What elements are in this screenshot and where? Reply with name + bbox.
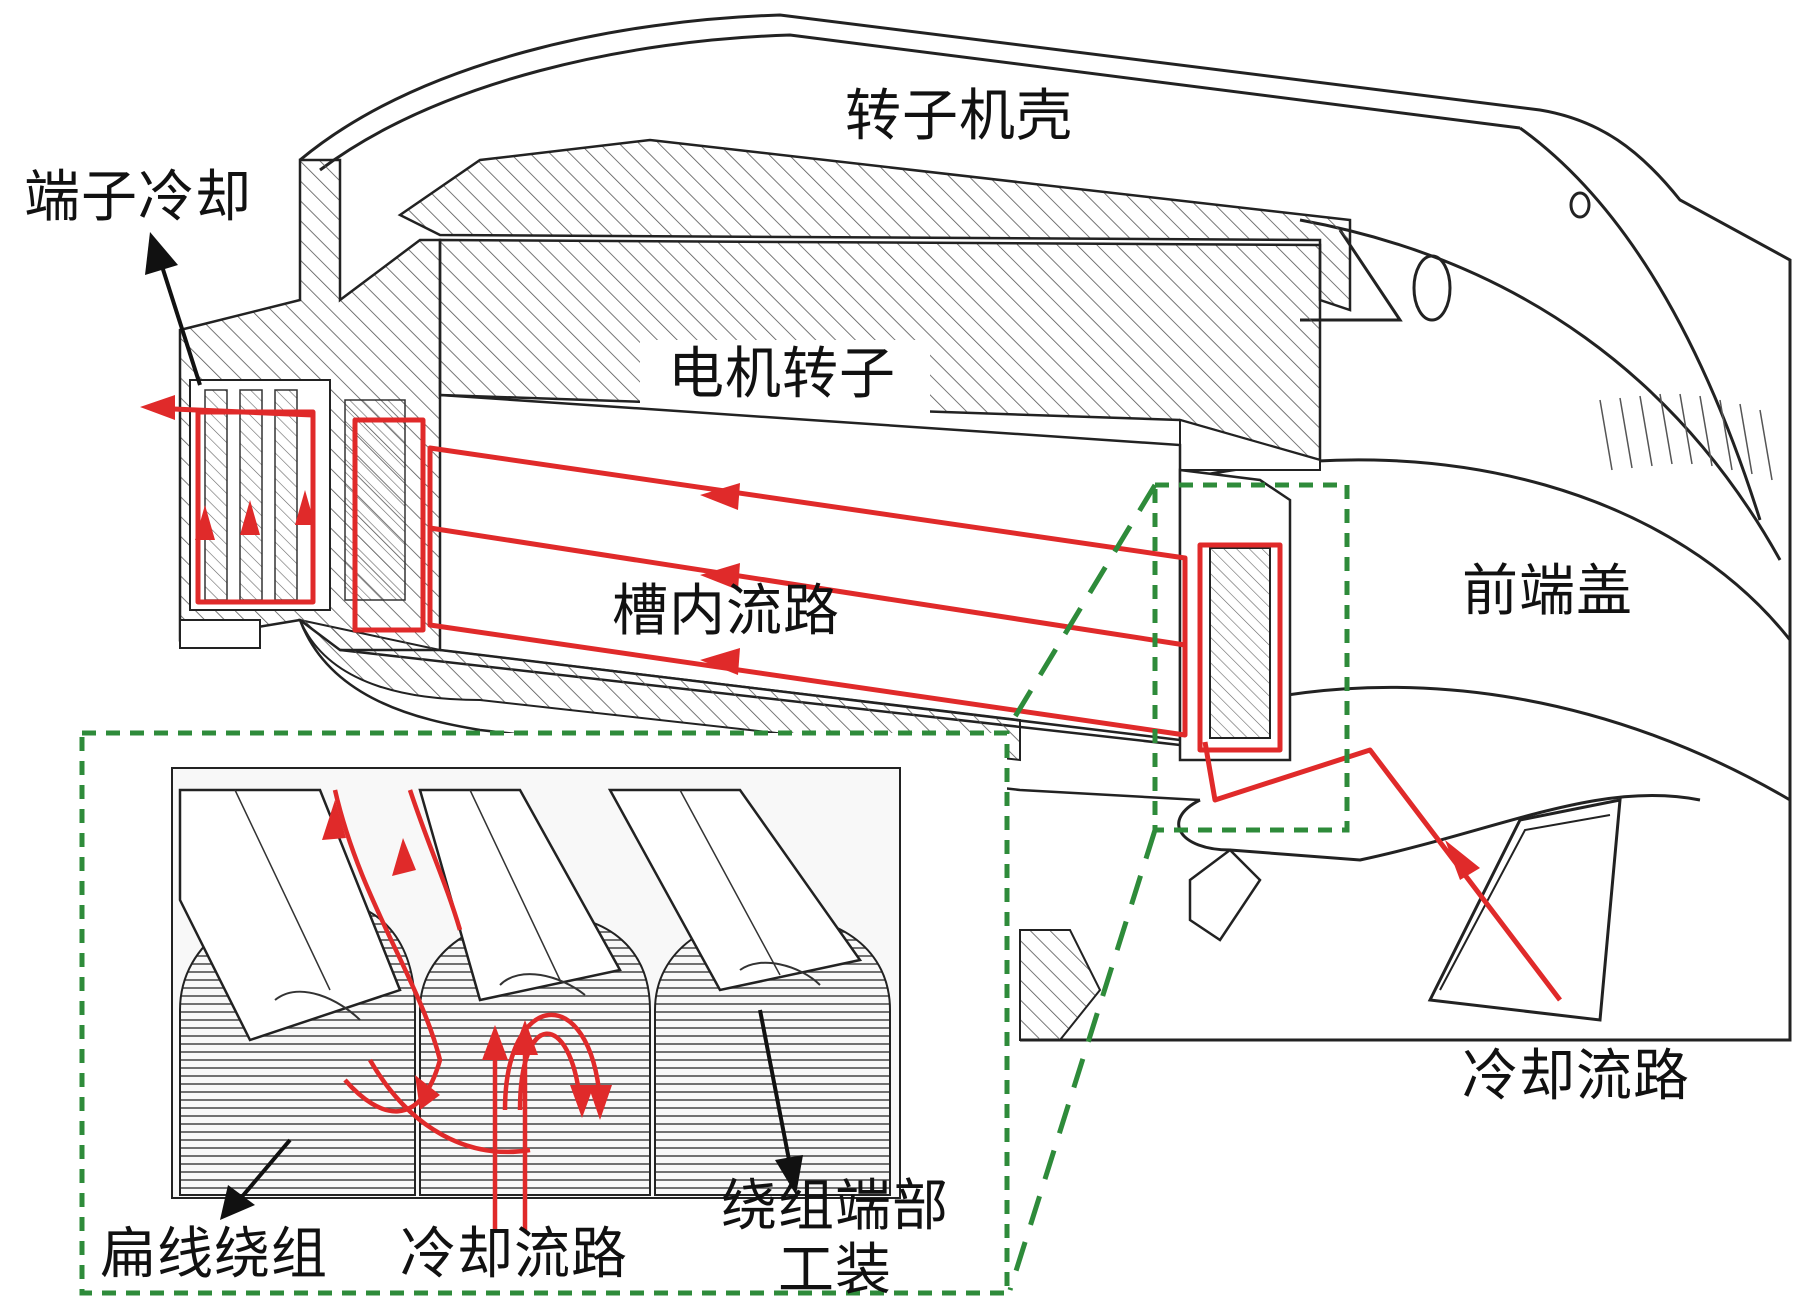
inset-arrowheads xyxy=(322,800,612,1120)
housing-fins xyxy=(1599,393,1773,481)
bottom-hatch xyxy=(298,618,1021,762)
label-front-end-cover: 前端盖 xyxy=(1462,559,1633,624)
label-slot-flow-path: 槽内流路 xyxy=(612,579,840,644)
inset-red-flow xyxy=(332,789,603,1230)
callout-box-right xyxy=(1152,482,1350,833)
terminal-end xyxy=(178,158,442,652)
label-cooling-flow-path-inset: 冷却流路 xyxy=(400,1222,628,1287)
label-cooling-flow-path-right: 冷却流路 xyxy=(1462,1044,1690,1109)
motor-rotor xyxy=(438,238,1322,471)
label-winding-end-fixture: 绕组端部 工装 xyxy=(700,1174,970,1304)
label-rotor-housing: 转子机壳 xyxy=(845,84,1073,149)
label-flat-wire-winding: 扁线绕组 xyxy=(100,1222,328,1287)
label-motor-rotor: 电机转子 xyxy=(668,342,896,407)
label-winding-end-fixture-line2: 工装 xyxy=(778,1238,892,1304)
housing-section xyxy=(397,138,1352,312)
inset-winding-detail xyxy=(171,767,901,1199)
leader-arrowheads xyxy=(145,232,803,1220)
callout-connectors xyxy=(1007,483,1158,1291)
label-terminal-cooling: 端子冷却 xyxy=(24,165,252,230)
flow-arrowheads xyxy=(140,395,1480,880)
label-winding-end-fixture-line1: 绕组端部 xyxy=(721,1174,949,1239)
leader-lines xyxy=(158,259,792,1207)
